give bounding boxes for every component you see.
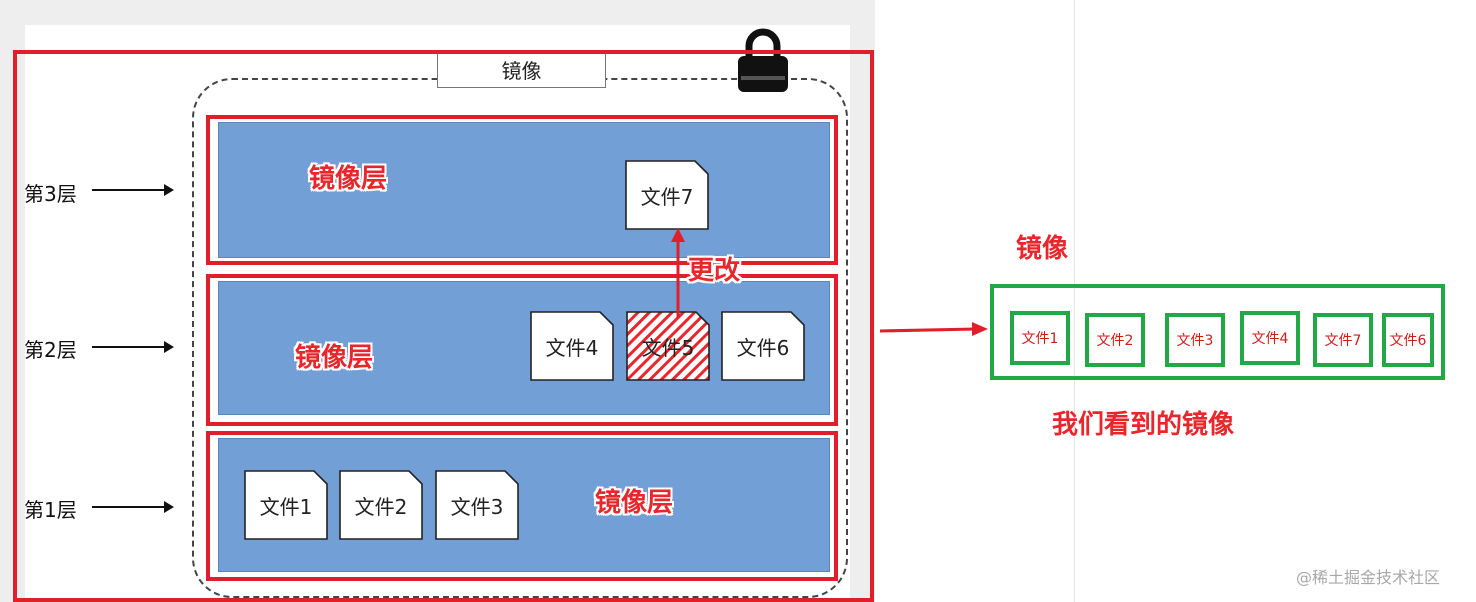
file-4-card: 文件4 (530, 311, 614, 381)
layer-2-red-frame (206, 274, 838, 426)
result-file-label-3: 文件3 (1176, 333, 1214, 349)
image-title: 镜像 (501, 58, 542, 83)
lock-icon (735, 28, 791, 94)
result-arrow (880, 322, 988, 336)
file-2-card: 文件2 (339, 470, 423, 540)
result-file-box-3: 文件3 (1165, 313, 1225, 367)
result-file-box-6: 文件6 (1382, 313, 1434, 367)
result-file-label-2: 文件2 (1096, 333, 1134, 349)
file-5-label: 文件5 (641, 335, 695, 360)
floor-arrow-3 (92, 184, 174, 196)
image-outer-red-frame (13, 50, 874, 602)
file-7-shape (625, 160, 709, 230)
result-file-box-2: 文件2 (1085, 313, 1145, 367)
layer-1-label: 镜像层 (595, 488, 674, 518)
file-3-label: 文件3 (450, 494, 504, 519)
file-3-shape (435, 470, 519, 540)
result-file-box-1: 文件1 (1010, 311, 1070, 365)
result-file-label-7: 文件7 (1324, 333, 1362, 349)
layer-3-label: 镜像层 (309, 164, 388, 194)
floor-arrow-2 (92, 341, 174, 353)
file-1-label: 文件1 (259, 494, 313, 519)
result-title: 镜像 (1016, 234, 1069, 264)
result-file-box-4: 文件4 (1240, 311, 1300, 365)
change-arrow (671, 228, 685, 318)
file-3-card: 文件3 (435, 470, 519, 540)
result-image-frame (990, 284, 1445, 380)
result-file-label-4: 文件4 (1251, 331, 1289, 347)
file-6-shape (721, 311, 805, 381)
layer-2-label: 镜像层 (295, 343, 374, 373)
file-7-card: 文件7 (625, 160, 709, 230)
file-2-label: 文件2 (354, 494, 408, 519)
floor-label-1: 第1层 (24, 498, 77, 522)
file-5-card-hatched: 文件5 (626, 311, 710, 381)
layer-1-red-frame (206, 431, 838, 581)
image-title-box: 镜像 (437, 50, 606, 88)
result-file-box-7: 文件7 (1313, 313, 1373, 367)
file-2-shape (339, 470, 423, 540)
file-6-card: 文件6 (721, 311, 805, 381)
result-file-label-1: 文件1 (1021, 331, 1059, 347)
file-6-label: 文件6 (736, 335, 790, 360)
file-4-shape (530, 311, 614, 381)
floor-label-2: 第2层 (24, 338, 77, 362)
file-1-card: 文件1 (244, 470, 328, 540)
file-5-shape (626, 311, 710, 381)
vertical-divider (1074, 0, 1075, 602)
file-7-label: 文件7 (640, 184, 694, 209)
floor-arrow-1 (92, 501, 174, 513)
result-file-label-6: 文件6 (1389, 333, 1427, 349)
watermark: @稀土掘金技术社区 (1296, 568, 1441, 587)
file-1-shape (244, 470, 328, 540)
layer-3-panel (218, 122, 830, 258)
result-caption: 我们看到的镜像 (1052, 410, 1235, 440)
file-4-label: 文件4 (545, 335, 599, 360)
layer-3-red-frame (206, 115, 838, 265)
floor-label-3: 第3层 (24, 182, 77, 206)
change-label: 更改 (688, 256, 741, 286)
